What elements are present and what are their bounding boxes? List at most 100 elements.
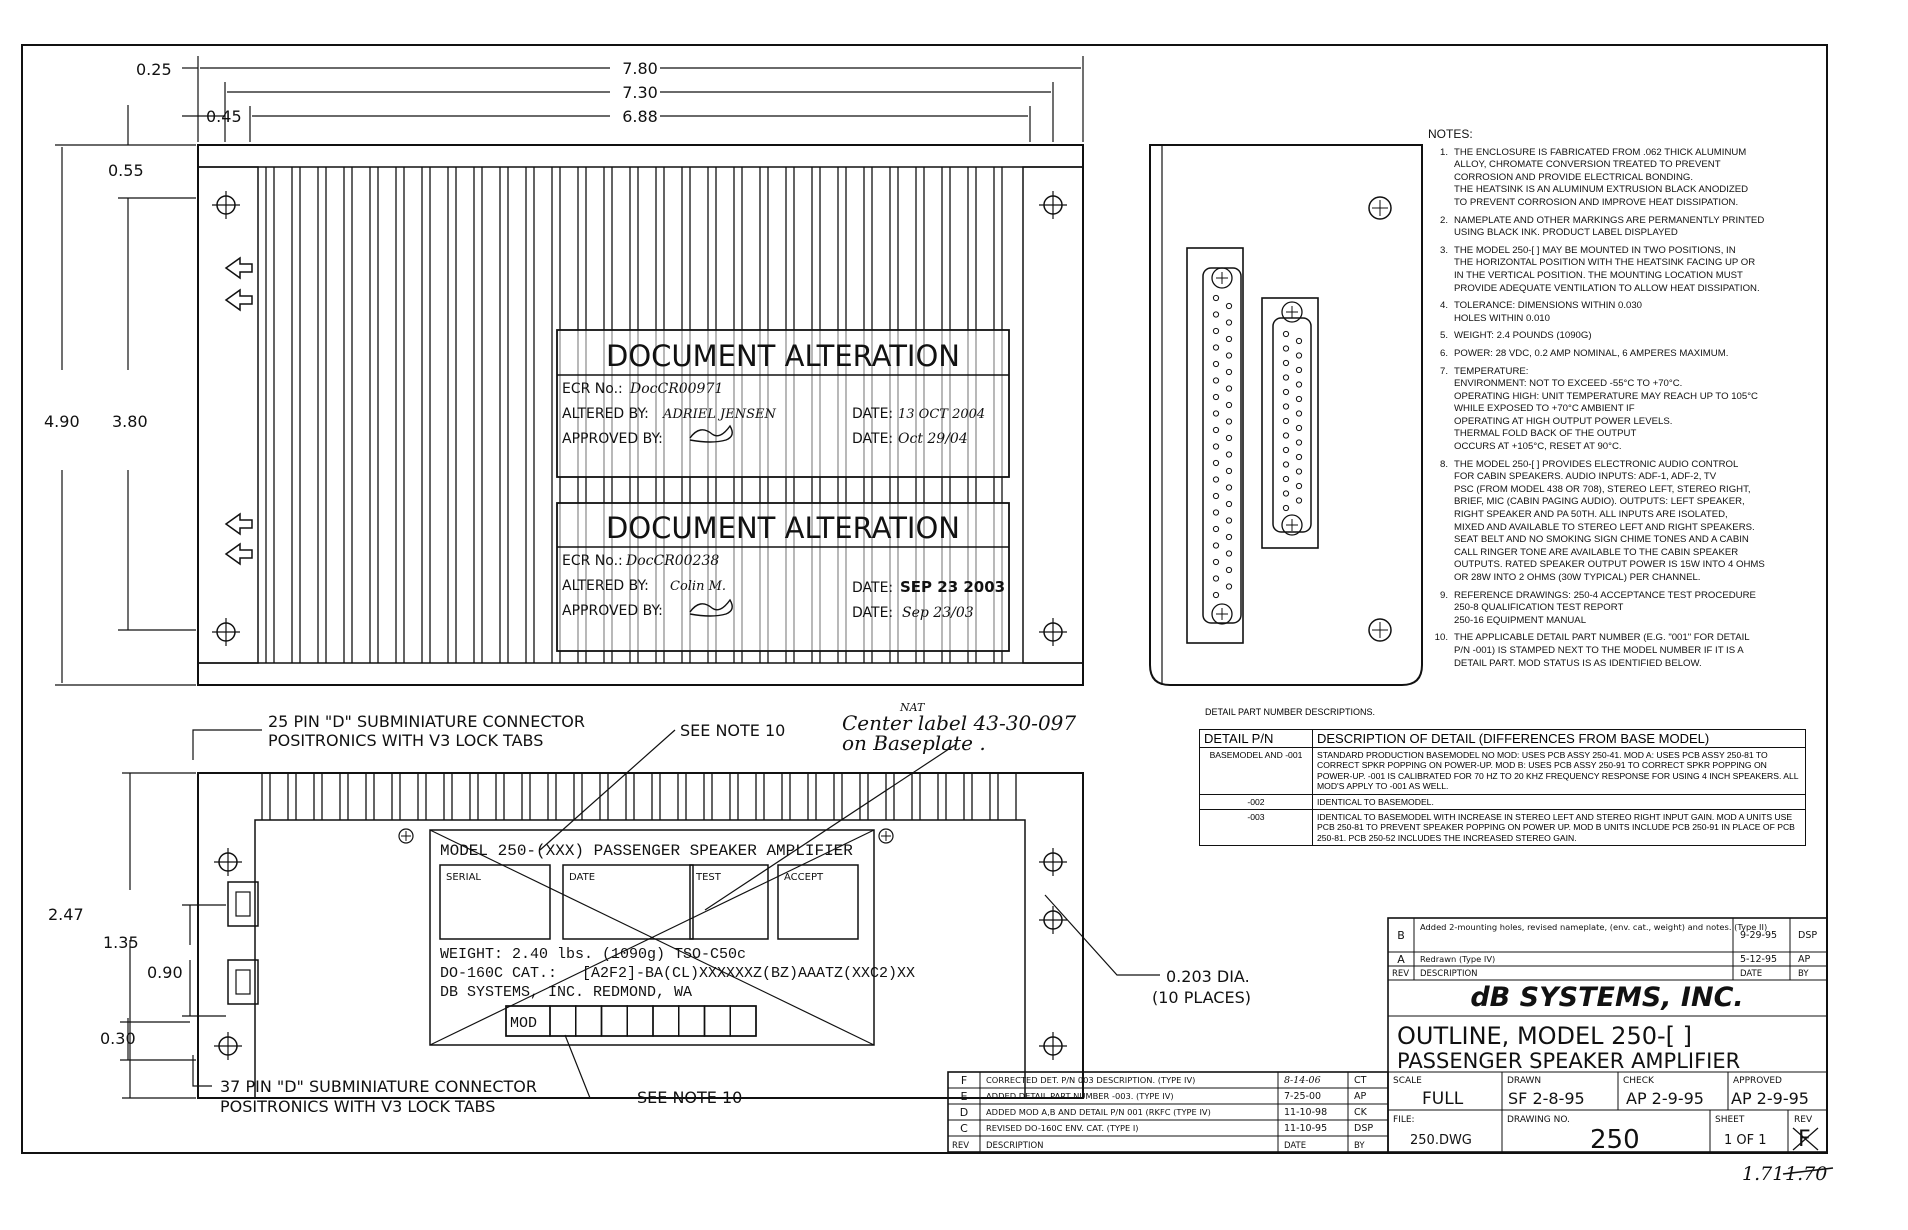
drawing-title-line2: PASSENGER SPEAKER AMPLIFIER: [1397, 1049, 1740, 1073]
note-line: call ringer tone are available to the ca…: [1454, 546, 1739, 558]
detail-header-desc: DESCRIPTION OF DETAIL (DIFFERENCES FROM …: [1312, 729, 1806, 748]
rev-header-rev: REV: [952, 1141, 969, 1151]
file-value: 250.DWG: [1410, 1133, 1472, 1148]
pin: [1295, 381, 1303, 388]
stamp-1-ecr-value: DocCR00971: [629, 381, 723, 397]
stamp-2-altered-value: Colin M.: [670, 579, 726, 594]
pin: [1282, 490, 1290, 497]
stamp-1-date2-label: DATE:: [852, 431, 893, 447]
pin: [1212, 492, 1220, 500]
pin: [1212, 377, 1220, 384]
note-line: in the vertical position. The mounting l…: [1454, 269, 1743, 281]
note-text: Tolerance: Dimensions within 0.030Holes …: [1454, 300, 1818, 325]
rev-description: Redrawn (Type IV): [1420, 954, 1495, 964]
scale-value: FULL: [1422, 1089, 1464, 1109]
pin: [1282, 374, 1290, 381]
dim-055: 0.55: [108, 161, 144, 180]
note-line: right speaker and PA 50TH. All inputs ar…: [1454, 509, 1728, 521]
handwritten-note-line2: on Baseplate .: [842, 731, 986, 755]
note-line: Temperature:: [1454, 365, 1529, 377]
mounting-flange-left: [197, 166, 259, 664]
note-item: 9. Reference drawings: 250-4 Acceptance t…: [1428, 590, 1818, 628]
pin: [1212, 558, 1220, 566]
dim-offset-025: 0.25: [136, 60, 172, 79]
pin: [1282, 504, 1290, 512]
nameplate-box-test: TEST: [695, 872, 722, 883]
note-line: 250-8 Qualification test report: [1454, 602, 1624, 614]
front-view-fins: [261, 773, 1017, 820]
handwritten-note-line1: Center label 43-30-097: [842, 711, 1076, 735]
sheet-border: [21, 44, 1828, 1154]
stamp-2-approved-label: APPROVED BY:: [562, 603, 663, 619]
note-text: The enclosure is fabricated from .062 th…: [1454, 147, 1818, 210]
drawing-no-label: DRAWING NO.: [1507, 1115, 1570, 1125]
drawing-title-line1: OUTLINE, MODEL 250-[ ]: [1397, 1022, 1692, 1050]
rev-header-rev: REV: [1392, 969, 1409, 979]
mod-cell: [600, 1005, 628, 1037]
table-row: -002Identical to basemodel.: [1199, 793, 1806, 811]
rev-by: CK: [1354, 1107, 1368, 1118]
check-label: CHECK: [1623, 1076, 1655, 1086]
note-line: Reference drawings: 250-4 Acceptance tes…: [1454, 589, 1756, 601]
note-line: mixed and available to stereo left and r…: [1454, 521, 1755, 533]
dim-380: 3.80: [112, 412, 148, 431]
connector-37-pins: [1212, 294, 1233, 599]
end-view-hole-bottom: [1368, 618, 1392, 642]
callout-leaders: [192, 729, 1160, 1099]
note-line: Operating high: Unit temperature may rea…: [1454, 390, 1758, 402]
note-number: 9.: [1439, 589, 1448, 601]
notes-header: NOTES:: [1428, 127, 1473, 141]
mod-label: MOD: [510, 1015, 537, 1032]
stamp-2-ecr-value: DocCR00238: [625, 553, 719, 569]
note-line: using black ink. Product label displayed: [1454, 227, 1678, 239]
dim-body-width: 6.88: [622, 107, 658, 126]
rev-date: 11-10-98: [1284, 1107, 1327, 1118]
rev-header-date: DATE: [1284, 1141, 1306, 1151]
pin: [1295, 482, 1303, 490]
note-text: The applicable detail part number (e.g. …: [1454, 632, 1818, 670]
detail-description: Identical to basemodel.: [1312, 793, 1806, 811]
note-line: the horizontal position with the heatsin…: [1454, 257, 1756, 269]
pin: [1295, 468, 1303, 475]
pin: [1282, 330, 1290, 338]
rev-header-desc: DESCRIPTION: [1420, 969, 1478, 979]
rev-header-by: BY: [1798, 969, 1809, 979]
note-line: operating at high output power levels.: [1454, 415, 1673, 427]
detail-pn: BASEMODEL AND -001: [1199, 747, 1313, 795]
stamp-1-date1-value: 13 OCT 2004: [898, 407, 985, 422]
front-view-outline: [197, 772, 1084, 1099]
pin: [1225, 335, 1233, 343]
rev-by: DSP: [1798, 930, 1817, 941]
note-line: Holes within 0.010: [1454, 312, 1550, 324]
rev-letter: A: [1397, 953, 1405, 966]
detail-pn: -003: [1199, 809, 1313, 847]
note-line: Thermal fold back of the output: [1454, 428, 1637, 440]
handwritten-page-new: 1.71: [1742, 1163, 1784, 1185]
pin: [1212, 410, 1220, 417]
pin: [1295, 395, 1303, 403]
note-item: 4.Tolerance: Dimensions within 0.030Hole…: [1428, 300, 1818, 325]
rev-by: AP: [1798, 954, 1810, 965]
note-item: 5.Weight: 2.4 pounds (1090g): [1428, 330, 1818, 343]
front-view-holes: [214, 848, 1067, 1060]
pin: [1225, 434, 1233, 442]
stamp-1-altered-value: ADRIEL JENSEN: [662, 407, 776, 422]
nameplate-title: MODEL 250-(XXX) PASSENGER SPEAKER AMPLIF…: [440, 842, 853, 860]
rev-date: 9-29-95: [1740, 930, 1777, 941]
rev-letter: D: [960, 1106, 968, 1119]
pin: [1212, 426, 1220, 434]
note-item: 7.Temperature:Environment: Not to exceed…: [1428, 366, 1818, 454]
note-number: 8.: [1439, 458, 1448, 470]
check-value: AP 2-9-95: [1626, 1089, 1704, 1108]
note-line: The enclosure is fabricated from .062 th…: [1454, 146, 1747, 158]
callout-connector-25-line1: 25 PIN "D" SUBMINIATURE CONNECTOR: [268, 712, 585, 731]
note-line: Seat belt and no smoking sign chime tone…: [1454, 534, 1749, 546]
stamp-2-title: DOCUMENT ALTERATION: [606, 511, 960, 545]
detail-header-pn: DETAIL P/N: [1199, 729, 1313, 748]
nameplate-do160-code: [A2F2]-BA(CL)XXXXXXZ(BZ)AAATZ(XXC2)XX: [582, 965, 915, 982]
stamp-2-date2-value: Sep 23/03: [902, 605, 974, 621]
sheet-value: 1 OF 1: [1724, 1133, 1767, 1148]
pin: [1212, 393, 1220, 401]
callout-hole-count: (10 PLACES): [1152, 988, 1251, 1007]
detail-pn: -002: [1199, 793, 1313, 811]
